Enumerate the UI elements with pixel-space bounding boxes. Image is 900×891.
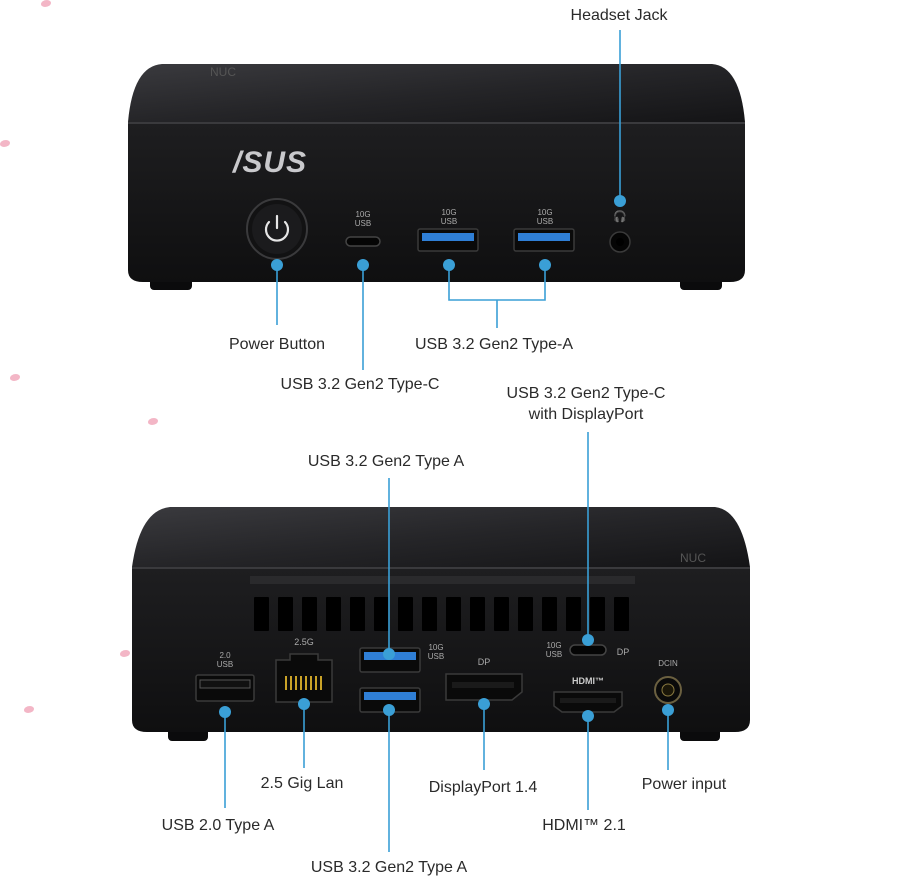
rear-top-surface <box>132 507 750 567</box>
front-usba1-tongue <box>422 233 474 241</box>
headset-jack-hole <box>616 238 624 246</box>
vent-slot <box>326 597 341 631</box>
dot-front-usba2 <box>539 259 551 271</box>
rear-hdmi-mark: HDMI™ <box>572 676 604 686</box>
vent-slot <box>374 597 389 631</box>
dot-front-usba1 <box>443 259 455 271</box>
rear-displayport-tongue <box>452 682 514 688</box>
asus-logo: /SUS <box>231 146 307 179</box>
front-usba2-mark-bottom: USB <box>537 217 553 226</box>
rear-typec-mark-top: 10G <box>546 641 561 650</box>
front-typec-mark-bottom: USB <box>355 219 371 228</box>
label-rear-displayport: DisplayPort 1.4 <box>428 779 538 796</box>
rear-hdmi-tongue <box>560 698 616 703</box>
petal-decoration <box>148 418 158 425</box>
rear-usb2-mark-top: 2.0 <box>219 651 231 660</box>
vent-slot <box>614 597 629 631</box>
rear-nuc-logo: NUC <box>680 551 706 565</box>
dot-rear-usba-lower <box>383 704 395 716</box>
dot-rear-hdmi <box>582 710 594 722</box>
rear-vent-slots <box>254 597 629 631</box>
rear-lan-mark: 2.5G <box>294 637 314 647</box>
label-power-button: Power Button <box>228 336 326 353</box>
rear-typec-dp-mark: DP <box>617 647 630 657</box>
dot-headset <box>614 195 626 207</box>
rear-usba-mark-bottom: USB <box>428 652 444 661</box>
power-icon <box>264 220 290 242</box>
label-rear-usba-lower: USB 3.2 Gen2 Type A <box>310 859 468 876</box>
petal-decoration <box>0 140 10 147</box>
front-face <box>128 122 745 282</box>
vent-slot <box>494 597 509 631</box>
petal-decoration <box>41 0 51 7</box>
rear-lan-pins <box>285 676 322 690</box>
front-nuc-logo: NUC <box>210 65 236 79</box>
label-front-usb-typea: USB 3.2 Gen2 Type-A <box>414 336 574 353</box>
vent-slot <box>566 597 581 631</box>
label-rear-lan: 2.5 Gig Lan <box>260 775 344 792</box>
front-typec-port <box>345 236 381 247</box>
rear-callout-dots <box>219 634 674 722</box>
front-usba1-mark-bottom: USB <box>441 217 457 226</box>
front-typec-mark-top: 10G <box>355 210 370 219</box>
front-usba1-mark-top: 10G <box>441 208 456 217</box>
front-top-surface <box>128 64 745 122</box>
vent-slot <box>278 597 293 631</box>
dot-rear-typec <box>582 634 594 646</box>
vent-slot <box>398 597 413 631</box>
front-usba2-mark-top: 10G <box>537 208 552 217</box>
rear-usba-lower-tongue <box>364 692 416 700</box>
rear-dcin-pin <box>661 683 675 697</box>
dot-rear-lan <box>298 698 310 710</box>
rear-device: NUC 2.0 USB 2.5G 10G USB DP 10G <box>132 507 750 741</box>
dot-rear-usb2 <box>219 706 231 718</box>
dot-rear-usba-upper <box>383 648 395 660</box>
front-callout-lines <box>276 30 621 370</box>
petal-decoration <box>10 374 20 381</box>
label-front-usb-typec: USB 3.2 Gen2 Type-C <box>280 376 440 393</box>
rear-usba-mark-top: 10G <box>428 643 443 652</box>
vent-slot <box>254 597 269 631</box>
vent-slot <box>590 597 605 631</box>
label-rear-hdmi: HDMI™ 2.1 <box>542 817 626 834</box>
rear-usb2-tongue <box>199 679 251 689</box>
dot-rear-dcin <box>662 704 674 716</box>
rear-dcin-mark: DCIN <box>658 659 678 668</box>
vent-slot <box>518 597 533 631</box>
front-callout-dots <box>271 195 626 271</box>
label-rear-power-input: Power input <box>641 776 727 793</box>
label-headset-jack: Headset Jack <box>570 7 668 24</box>
rear-lan-port <box>275 653 333 703</box>
rear-callout-lines <box>224 432 669 852</box>
label-rear-typec-dp-line1: USB 3.2 Gen2 Type-C <box>506 385 666 402</box>
label-rear-typec-dp-line2: with DisplayPort <box>528 406 644 423</box>
vent-slot <box>350 597 365 631</box>
rear-usb2-mark-bottom: USB <box>217 660 233 669</box>
vent-slot <box>446 597 461 631</box>
dot-power <box>271 259 283 271</box>
rear-typec-port <box>569 644 607 656</box>
petal-decoration <box>120 650 130 657</box>
rear-vent-lip <box>250 576 635 584</box>
label-rear-usb2: USB 2.0 Type A <box>161 817 275 834</box>
vent-slot <box>542 597 557 631</box>
vent-slot <box>302 597 317 631</box>
vent-slot <box>470 597 485 631</box>
rear-dp-mark: DP <box>478 657 491 667</box>
headset-icon: 🎧 <box>613 210 627 223</box>
front-usba2-tongue <box>518 233 570 241</box>
dot-front-typec <box>357 259 369 271</box>
front-device: NUC /SUS 10G USB 10G USB 10G USB 🎧 <box>128 64 745 290</box>
vent-slot <box>422 597 437 631</box>
label-rear-usba-upper: USB 3.2 Gen2 Type A <box>307 453 465 470</box>
petal-decoration <box>24 706 34 713</box>
dot-rear-dp <box>478 698 490 710</box>
rear-typec-mark-bottom: USB <box>546 650 562 659</box>
